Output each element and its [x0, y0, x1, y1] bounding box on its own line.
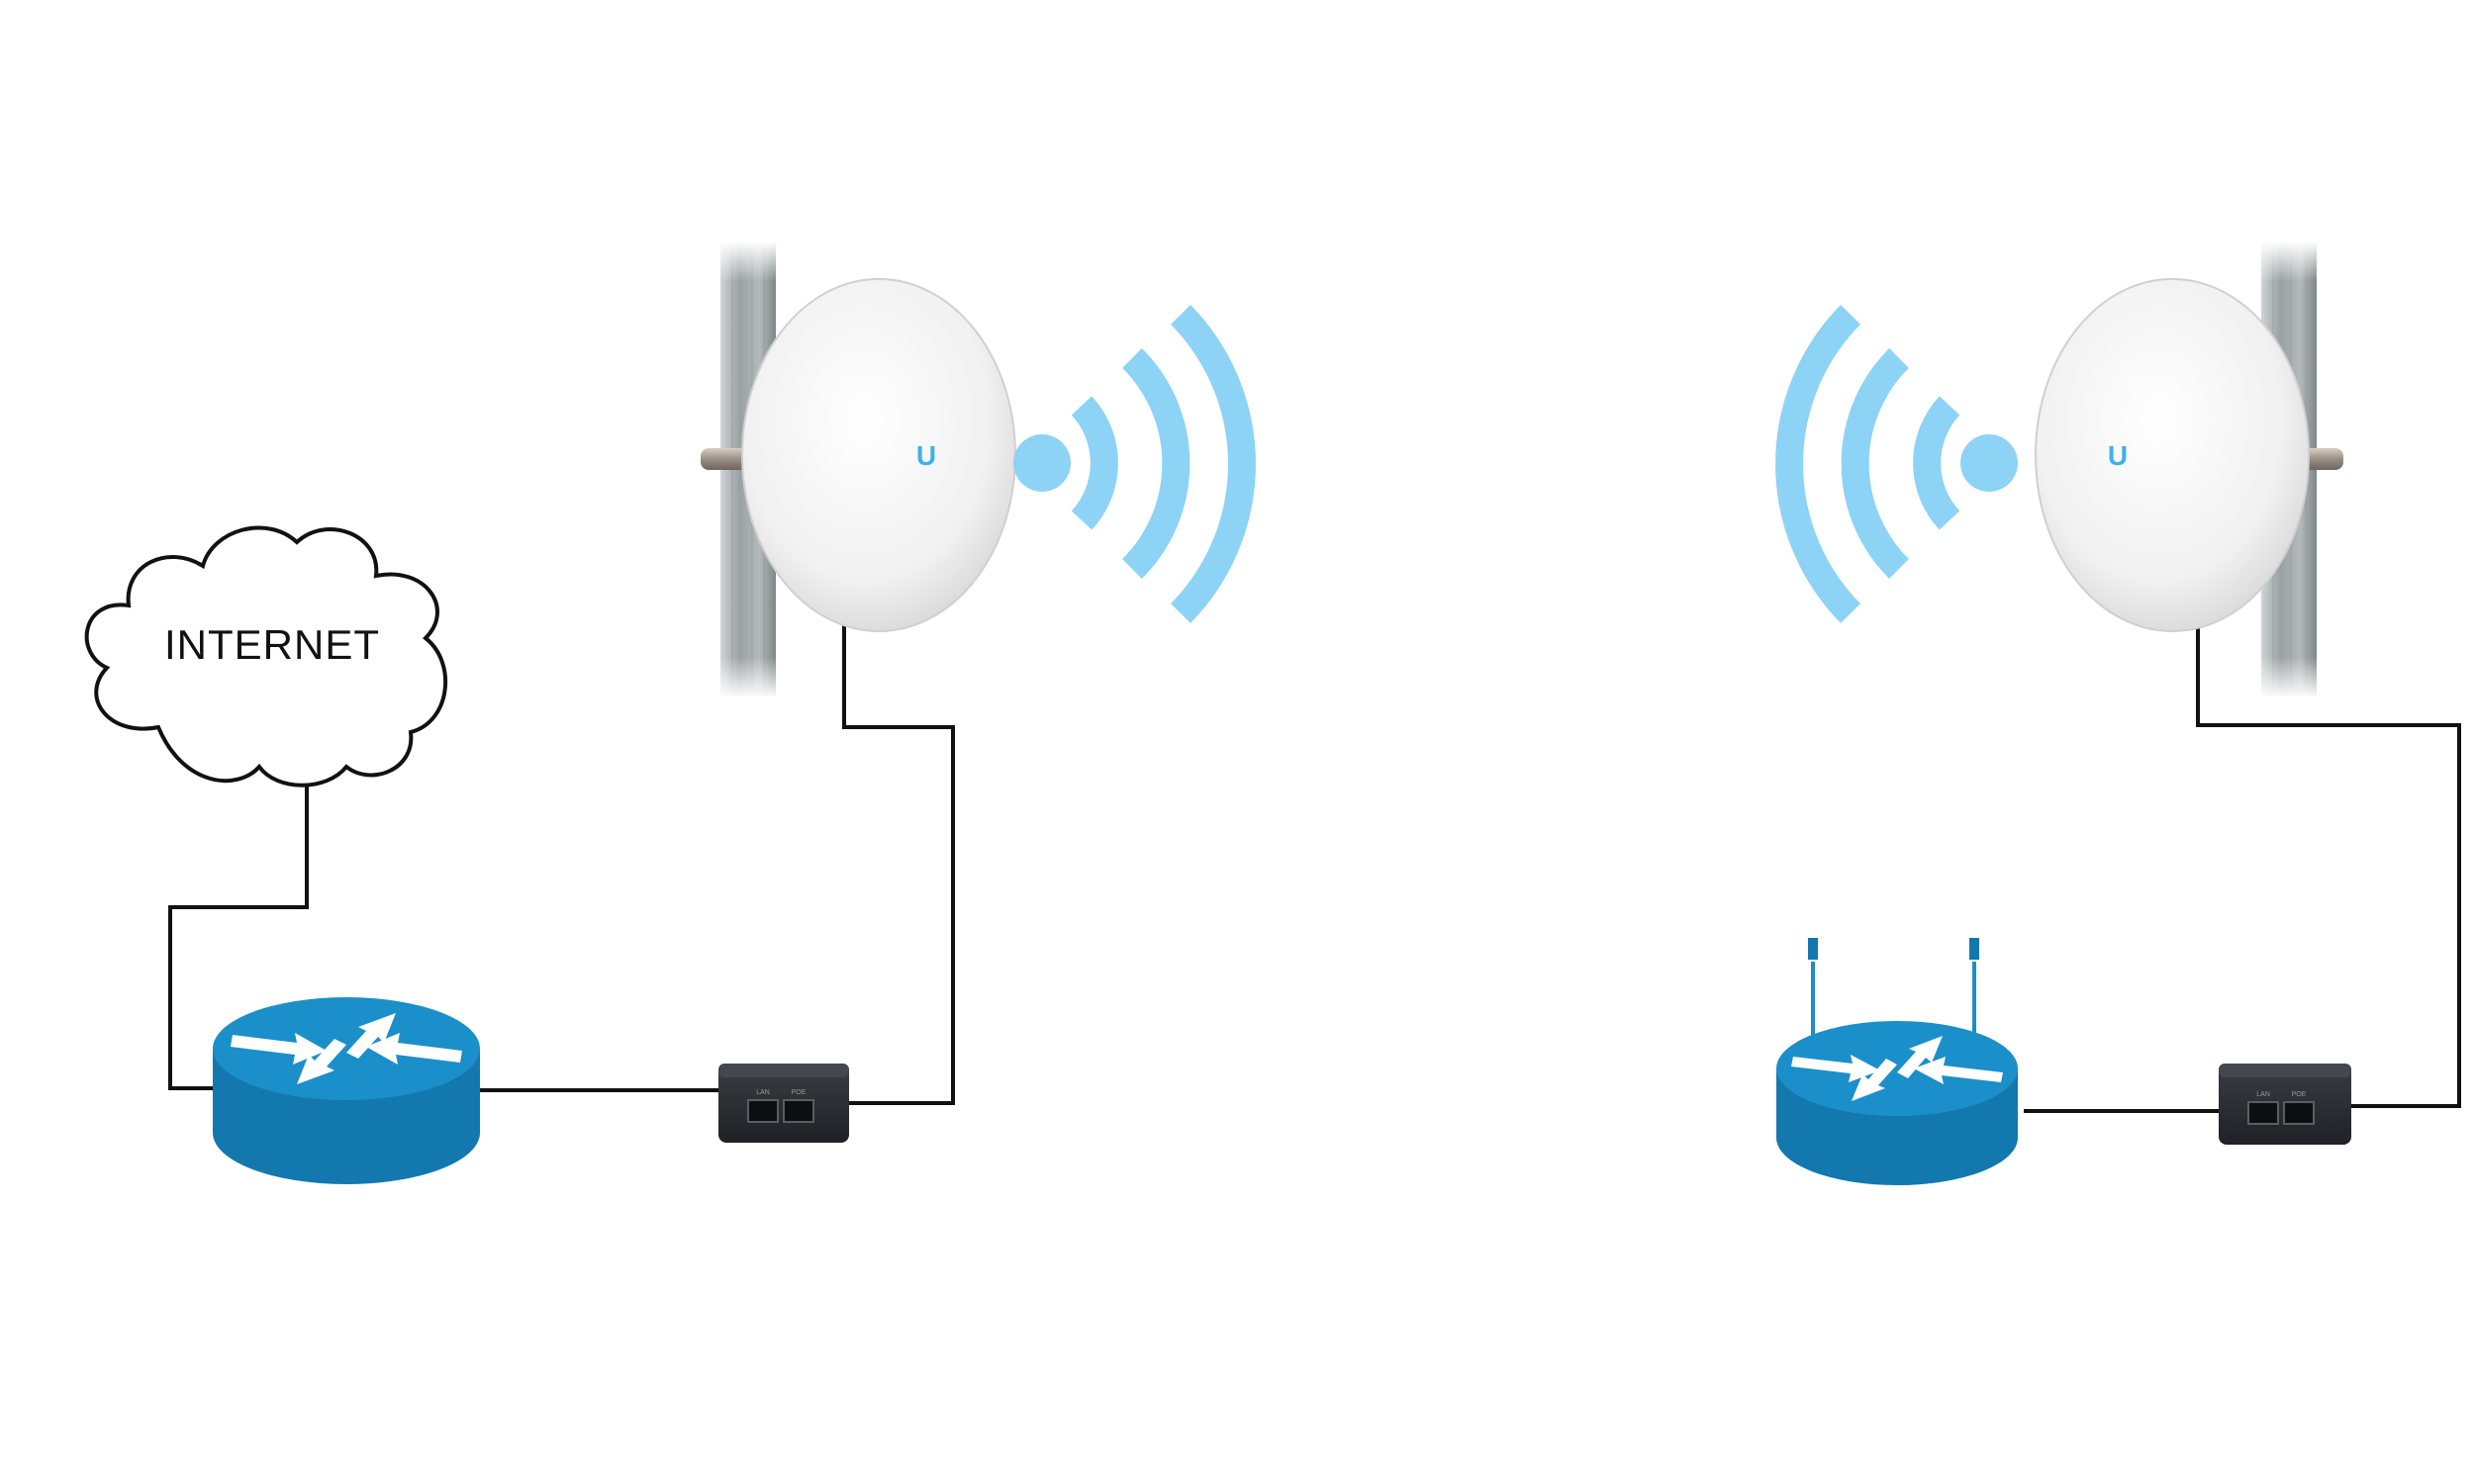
- wireless-router-icon: [1776, 938, 2018, 1185]
- poe-left-label-lan: LAN: [756, 1089, 770, 1096]
- poe-right-port-poe: [2283, 1101, 2315, 1125]
- right-wifi-arc-3: [1775, 305, 1861, 623]
- left-antenna-logo: U: [916, 440, 936, 471]
- left-wifi-dot: [1013, 434, 1071, 492]
- right-wifi-dot: [1960, 434, 2018, 492]
- wifi-signal-icon: [1775, 305, 2018, 623]
- cable-antenna-right-to-poe-right: [2196, 625, 2461, 1108]
- cable-internet-to-router: [168, 782, 309, 1090]
- left-wifi-arc-1: [1071, 396, 1118, 530]
- poe-right-port-lan: [2247, 1101, 2279, 1125]
- dish-antenna-icon: [2035, 278, 2310, 632]
- right-wifi-arc-1: [1913, 396, 1960, 530]
- router-icon: [213, 997, 480, 1184]
- cloud-label: INTERNET: [164, 621, 380, 668]
- poe-left-port-lan: [747, 1099, 779, 1123]
- poe-left-port-poe: [783, 1099, 814, 1123]
- internet-cloud: INTERNET: [84, 525, 448, 788]
- poe-right-label-poe: POE: [2292, 1091, 2307, 1098]
- cloud-icon: [84, 525, 448, 788]
- cables: [168, 625, 2461, 1113]
- poe-injector-icon: LAN POE: [718, 1064, 849, 1143]
- dish-antenna-icon: [741, 278, 1016, 632]
- router-top: [213, 997, 480, 1100]
- left-antenna-assembly: U: [701, 241, 1016, 698]
- wifi-signal-icon: [1013, 305, 1256, 623]
- right-wifi-arc-2: [1841, 348, 1910, 579]
- cable-poe-left-to-antenna: [842, 625, 955, 1105]
- poe-injector-icon: LAN POE: [2219, 1064, 2351, 1145]
- left-wifi-arc-3: [1170, 305, 1256, 623]
- left-wifi-arc-2: [1121, 348, 1190, 579]
- right-antenna-logo: U: [2108, 440, 2128, 471]
- router-arrows: [231, 1013, 462, 1084]
- router-arrows: [1791, 1036, 2003, 1101]
- left-mount-bolt: [701, 448, 750, 470]
- router-top: [1776, 1021, 2018, 1116]
- router-antennas: [1808, 938, 1979, 1041]
- poe-right-label-lan: LAN: [2256, 1091, 2270, 1098]
- poe-left-label-poe: POE: [792, 1089, 807, 1096]
- right-antenna-assembly: U: [2035, 241, 2343, 698]
